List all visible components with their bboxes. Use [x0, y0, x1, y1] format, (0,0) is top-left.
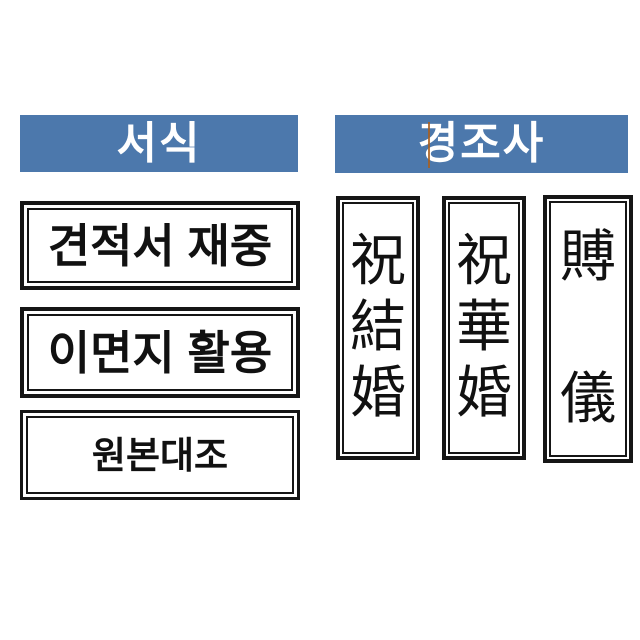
label-card-text: 이면지 활용	[47, 326, 273, 379]
stamp-char: 賻	[560, 227, 616, 289]
forms-section-title: 서식	[116, 118, 202, 168]
events-section-header: 경조사	[335, 115, 628, 173]
stamp-char: 祝	[456, 231, 512, 293]
stamp-card-inner-frame: 祝 華 婚	[448, 202, 520, 454]
label-card-text: 견적서 재중	[47, 219, 273, 272]
stamp-card-inner-frame: 祝 結 婚	[342, 202, 414, 454]
stamp-char: 結	[350, 297, 406, 359]
label-card-original-check[interactable]: 원본대조	[20, 410, 300, 500]
label-card-text: 원본대조	[91, 434, 229, 476]
stamp-card-chuk-gyeol-hon[interactable]: 祝 結 婚	[336, 196, 420, 460]
stamp-card-bu-ui[interactable]: 賻 儀	[543, 195, 633, 463]
label-card-inner-frame: 이면지 활용	[27, 314, 293, 391]
label-card-quotation-enclosed[interactable]: 견적서 재중	[20, 201, 300, 290]
label-card-inner-frame: 견적서 재중	[27, 208, 293, 283]
stamp-card-chuk-hwa-hon[interactable]: 祝 華 婚	[442, 196, 526, 460]
forms-section-header: 서식	[20, 115, 298, 172]
stamp-char: 華	[456, 297, 512, 359]
events-section-title: 경조사	[417, 119, 546, 168]
scan-artifact-line	[428, 122, 430, 168]
stamp-card-inner-frame: 賻 儀	[549, 201, 627, 457]
stamp-char: 儀	[560, 369, 616, 431]
label-card-inner-frame: 원본대조	[26, 416, 294, 494]
stamp-char: 婚	[456, 363, 512, 425]
label-card-reuse-paper[interactable]: 이면지 활용	[20, 307, 300, 398]
stamp-char: 婚	[350, 363, 406, 425]
stamp-char: 祝	[350, 231, 406, 293]
